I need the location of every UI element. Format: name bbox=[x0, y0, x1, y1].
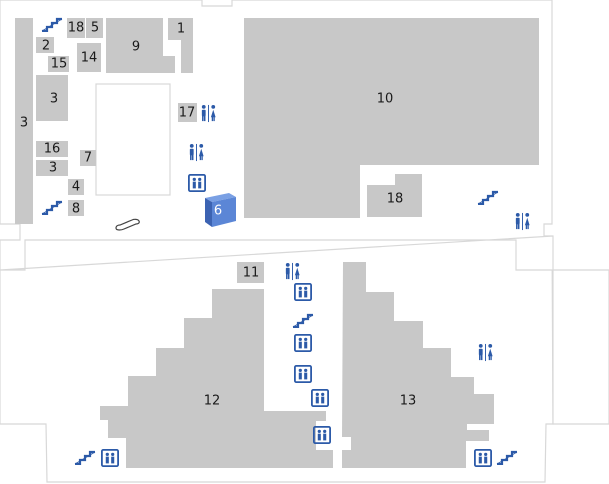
store-6-label: 6 bbox=[214, 204, 222, 219]
unit-label-17[interactable]: 17 bbox=[179, 106, 196, 121]
store-18-north bbox=[67, 18, 85, 38]
unit-label-10[interactable]: 10 bbox=[377, 92, 394, 107]
store-12 bbox=[100, 289, 333, 468]
unit-label-3-west[interactable]: 3 bbox=[20, 116, 28, 131]
store-1 bbox=[168, 18, 193, 73]
store-6-top-face bbox=[205, 193, 236, 202]
store-18-east bbox=[367, 174, 422, 217]
store-17 bbox=[178, 103, 197, 122]
unit-label-9[interactable]: 9 bbox=[132, 40, 140, 55]
unit-label-8[interactable]: 8 bbox=[72, 202, 80, 217]
unit-label-13[interactable]: 13 bbox=[400, 394, 417, 409]
lower-wing-outline bbox=[0, 235, 609, 425]
store-10 bbox=[244, 18, 539, 218]
unit-label-5[interactable]: 5 bbox=[91, 21, 99, 36]
store-9 bbox=[106, 18, 175, 73]
unit-label-3-mid[interactable]: 3 bbox=[50, 92, 58, 107]
unit-label-18-east[interactable]: 18 bbox=[387, 192, 404, 207]
unit-label-11[interactable]: 11 bbox=[243, 266, 260, 281]
store-11 bbox=[237, 262, 264, 283]
atrium-outline bbox=[95, 83, 171, 196]
store-14 bbox=[77, 43, 101, 72]
unit-label-4[interactable]: 4 bbox=[72, 180, 80, 195]
unit-label-3-south[interactable]: 3 bbox=[49, 161, 57, 176]
store-7 bbox=[80, 150, 96, 166]
unit-label-16[interactable]: 16 bbox=[44, 142, 61, 157]
store-13 bbox=[342, 262, 494, 468]
store-8 bbox=[68, 200, 84, 216]
unit-label-7[interactable]: 7 bbox=[84, 151, 92, 166]
store-5 bbox=[86, 18, 103, 38]
store-6-highlight[interactable]: 6 bbox=[205, 193, 236, 227]
store-15 bbox=[48, 56, 69, 72]
unit-label-1[interactable]: 1 bbox=[177, 22, 185, 37]
store-3-south bbox=[36, 160, 68, 176]
unit-label-2[interactable]: 2 bbox=[42, 39, 50, 54]
store-4 bbox=[68, 179, 84, 195]
unit-label-12[interactable]: 12 bbox=[204, 394, 221, 409]
unit-label-18-north[interactable]: 18 bbox=[68, 21, 85, 36]
store-16 bbox=[36, 141, 68, 157]
store-3-mid bbox=[36, 75, 68, 121]
unit-label-14[interactable]: 14 bbox=[81, 51, 98, 66]
unit-labels: 3 18 5 9 1 2 14 15 3 17 7 16 3 4 8 10 18… bbox=[20, 21, 416, 409]
store-2 bbox=[36, 37, 54, 53]
store-3-west bbox=[15, 18, 33, 224]
store-blocks bbox=[15, 18, 539, 468]
store-6-front-face bbox=[205, 198, 212, 227]
store-6-side-face bbox=[212, 197, 236, 227]
unit-label-15[interactable]: 15 bbox=[51, 57, 68, 72]
